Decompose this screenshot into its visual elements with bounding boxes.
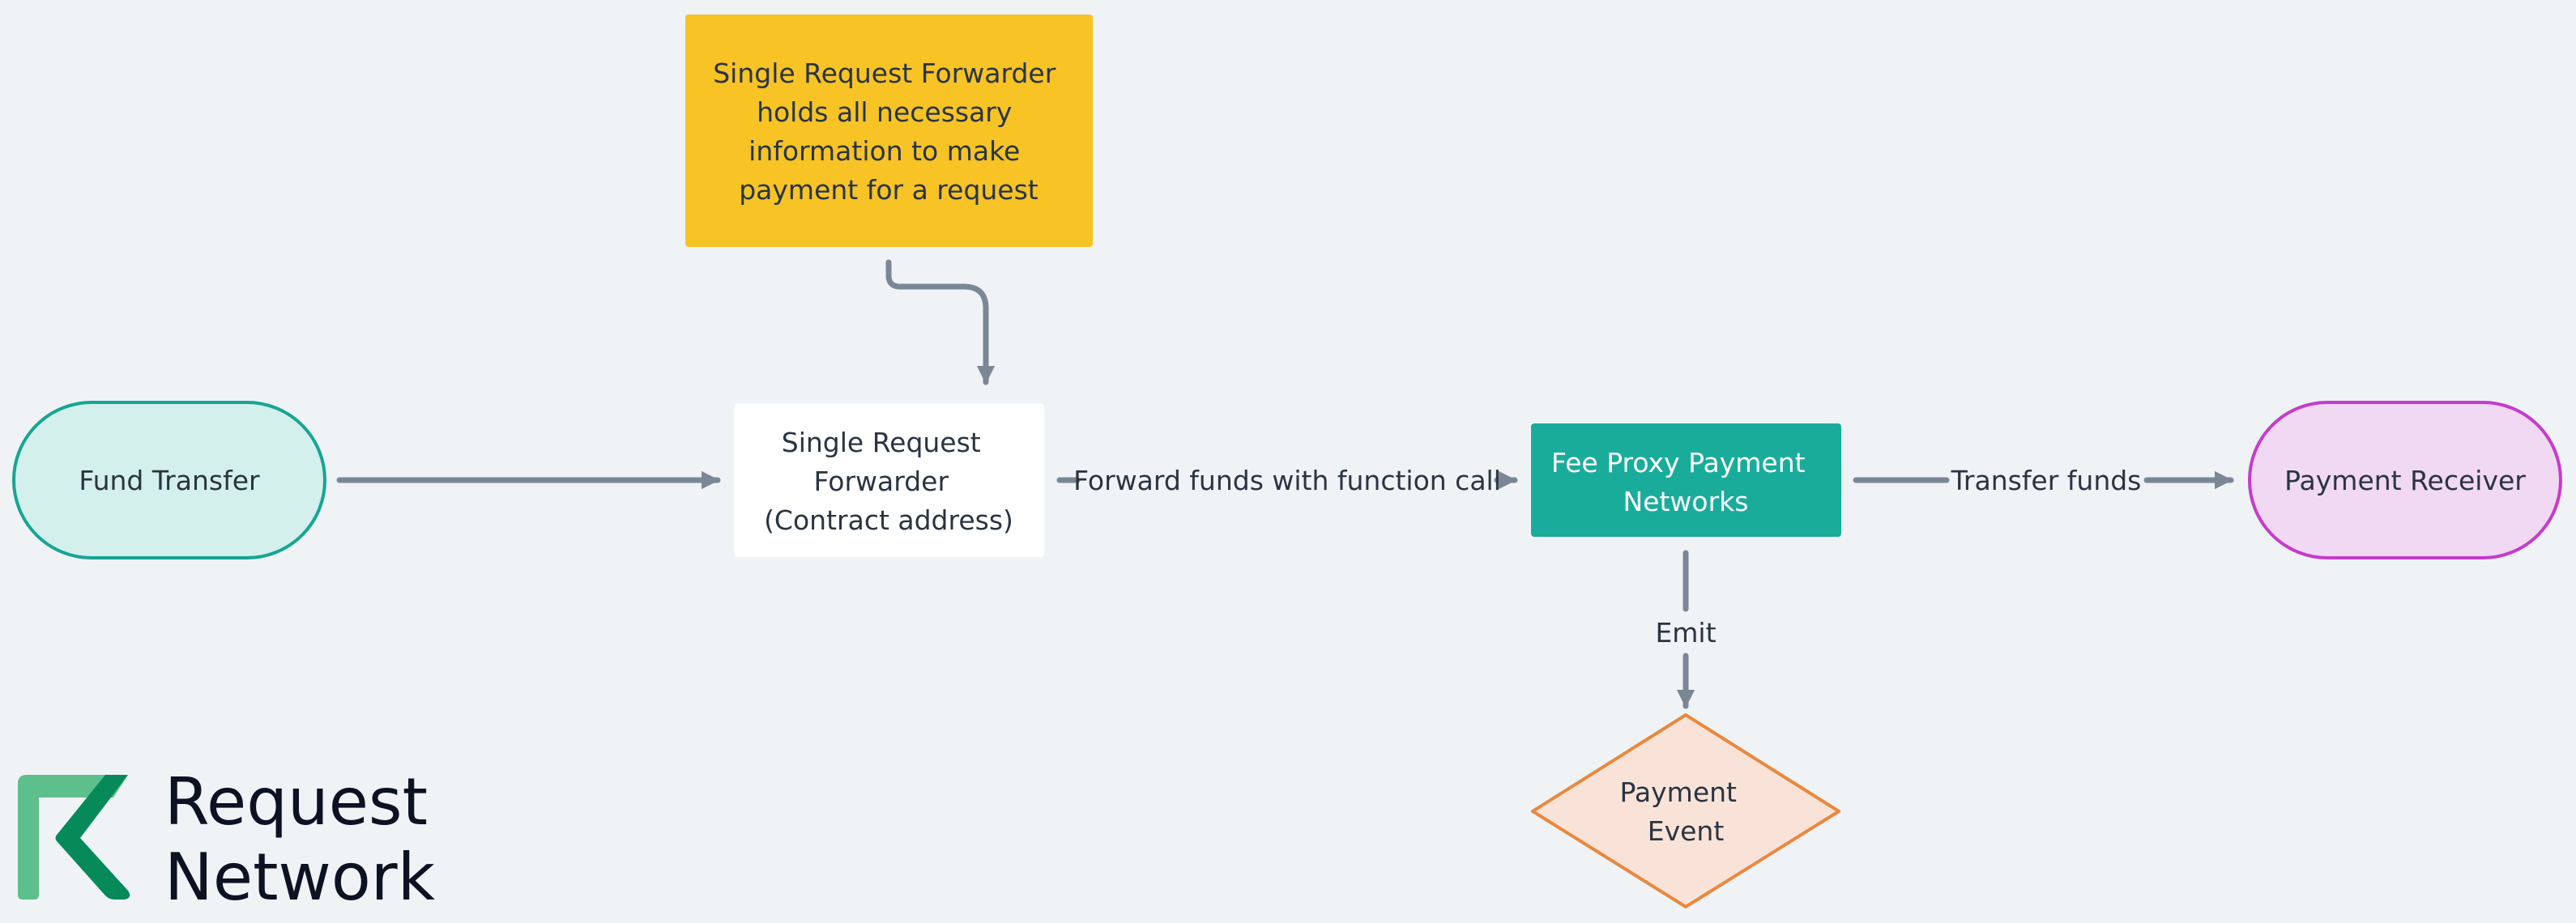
forwarder-node[interactable]: Single Request Forwarder (Contract addre… [734, 403, 1044, 557]
note-line-3: information to make [748, 135, 1020, 167]
edge-label-transfer: Transfer funds [1951, 465, 2142, 496]
forwarder-line-2: Forwarder [813, 466, 949, 497]
event-node[interactable]: Payment Event [1531, 713, 1840, 908]
fee-proxy-box [1531, 423, 1841, 537]
note-line-4: payment for a request [739, 174, 1039, 206]
receiver-node[interactable]: Payment Receiver [2248, 401, 2562, 559]
fee-proxy-line-1: Fee Proxy Payment [1551, 447, 1806, 479]
note-box [685, 15, 1093, 247]
forwarder-line-3: (Contract address) [764, 504, 1013, 536]
brand: Request Network [18, 764, 436, 915]
note-line-2: holds all necessary [757, 96, 1012, 128]
note-node[interactable]: Single Request Forwarder holds all neces… [685, 15, 1093, 247]
fund-transfer-shape [12, 401, 326, 559]
fund-transfer-label: Fund Transfer [79, 465, 260, 496]
receiver-label: Payment Receiver [2284, 465, 2526, 496]
fund-transfer-node[interactable]: Fund Transfer [12, 401, 326, 559]
edge-label-emit: Emit [1655, 617, 1716, 649]
connector-note-to-forwarder [885, 259, 996, 385]
edge-label-forward: Forward funds with function call [1073, 465, 1501, 496]
note-text: Single Request Forwarder holds all neces… [713, 57, 1064, 206]
fee-proxy-node[interactable]: Fee Proxy Payment Networks [1531, 423, 1841, 537]
event-shape [1531, 713, 1840, 908]
brand-line-1: Request [164, 764, 428, 840]
event-line-2: Event [1648, 815, 1725, 847]
fee-proxy-text: Fee Proxy Payment Networks [1551, 447, 1814, 517]
event-text: Payment Event [1620, 776, 1746, 847]
event-line-1: Payment [1620, 776, 1738, 808]
note-line-1: Single Request Forwarder [713, 57, 1056, 89]
receiver-shape [2248, 401, 2562, 559]
brand-line-2: Network [164, 840, 436, 915]
request-network-logo-icon [18, 775, 130, 900]
forwarder-text: Single Request Forwarder (Contract addre… [764, 427, 1013, 536]
forwarder-line-1: Single Request [782, 427, 981, 458]
fee-proxy-line-2: Networks [1623, 486, 1749, 517]
connectors [336, 259, 2234, 709]
forwarder-box [734, 403, 1044, 557]
